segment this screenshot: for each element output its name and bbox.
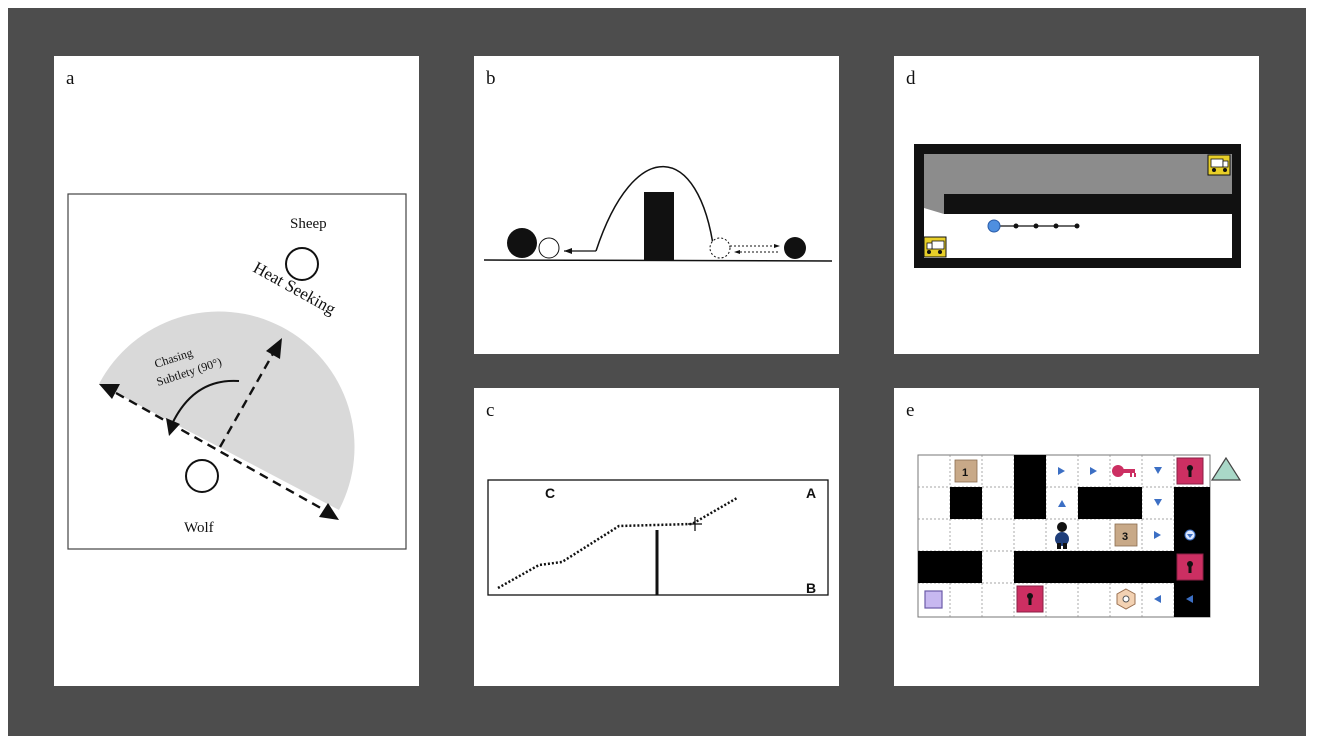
ball-dotted-right (709, 237, 731, 259)
trajectory-dot (1033, 223, 1039, 229)
ball-outline-left (538, 237, 560, 259)
arrow-left-icon (1154, 595, 1161, 603)
gray-lane (924, 154, 1232, 214)
corner-b: B (806, 580, 816, 596)
occlusion-diagram (483, 165, 833, 262)
arrow-down-icon (1154, 499, 1162, 506)
arc-arrowhead (166, 418, 180, 436)
arrow-down-icon (1154, 467, 1162, 474)
gridworld: 1 3 (917, 454, 1242, 618)
dashed-heading-line (218, 351, 276, 448)
arrow-right-icon (1090, 467, 1097, 475)
dashed-axis-line (115, 391, 327, 513)
hexagon-icon (1116, 588, 1136, 610)
square-icon (924, 590, 943, 609)
sheep-label: Sheep (290, 216, 327, 232)
trajectory-arc (595, 165, 715, 252)
agent-path (497, 496, 738, 590)
panel-a: a Sheep Wolf Heat Seeking Chasing Subtle… (54, 56, 419, 686)
figure-canvas: a Sheep Wolf Heat Seeking Chasing Subtle… (8, 8, 1306, 736)
ball-solid-left (507, 228, 537, 258)
wall-blocks (918, 455, 1210, 617)
arrowhead-right (319, 503, 339, 520)
panel-c-label: c (486, 400, 495, 421)
agent-icon (1055, 522, 1069, 549)
ball-solid-right (784, 237, 806, 259)
panel-e: e (894, 388, 1259, 686)
blue-ball (987, 219, 1001, 233)
arrow-up-icon (1058, 500, 1066, 507)
panel-b-label: b (486, 68, 496, 89)
panel-d: d (894, 56, 1259, 354)
motion-arrowhead-upper (774, 244, 780, 248)
trajectory-dot (1013, 223, 1019, 229)
motion-arrowhead-lower (734, 250, 740, 254)
keyhole-lock-icon (1016, 585, 1044, 613)
left-arrowhead (564, 248, 572, 254)
wolf-label: Wolf (184, 520, 214, 536)
subtlety-arc (171, 379, 240, 425)
truck-icon (923, 236, 947, 258)
key-icon (1112, 465, 1136, 477)
arrow-right-icon (1154, 531, 1161, 539)
diagram-frame (67, 193, 407, 550)
arrowhead-up (266, 338, 282, 359)
box-icon: 3 (1114, 523, 1138, 547)
box-3-label: 3 (1122, 531, 1128, 543)
chasing-diagram: Sheep Wolf Heat Seeking Chasing Subtlety… (67, 193, 407, 550)
truck-icon (1207, 154, 1231, 176)
chasing-wedge (99, 311, 355, 510)
corner-a: A (806, 485, 816, 501)
box-icon: 1 (954, 459, 978, 483)
panel-e-label: e (906, 400, 915, 421)
panel-d-label: d (906, 68, 916, 89)
corner-c: C (545, 485, 555, 501)
sheep-circle (285, 247, 319, 281)
wolf-circle (185, 459, 219, 493)
arrow-right-icon (1058, 467, 1065, 475)
keyhole-lock-icon (1176, 457, 1204, 485)
occluder-block (644, 192, 674, 260)
panel-c: c C A B (474, 388, 839, 686)
trajectory-dot (1053, 223, 1059, 229)
arrowhead-left (99, 384, 120, 399)
trajectory-dot (1074, 223, 1080, 229)
panel-a-label: a (66, 68, 75, 89)
panel-b: b (474, 56, 839, 354)
arrow-left-icon (1186, 595, 1193, 603)
path-diagram: C A B (487, 479, 829, 596)
driving-diagram (914, 144, 1241, 268)
shield-icon (1184, 529, 1196, 541)
keyhole-lock-icon (1176, 553, 1204, 581)
triangle-icon (1210, 456, 1242, 481)
black-barrier (944, 194, 1232, 214)
box-1-label: 1 (962, 467, 968, 479)
ground-line (483, 259, 833, 262)
